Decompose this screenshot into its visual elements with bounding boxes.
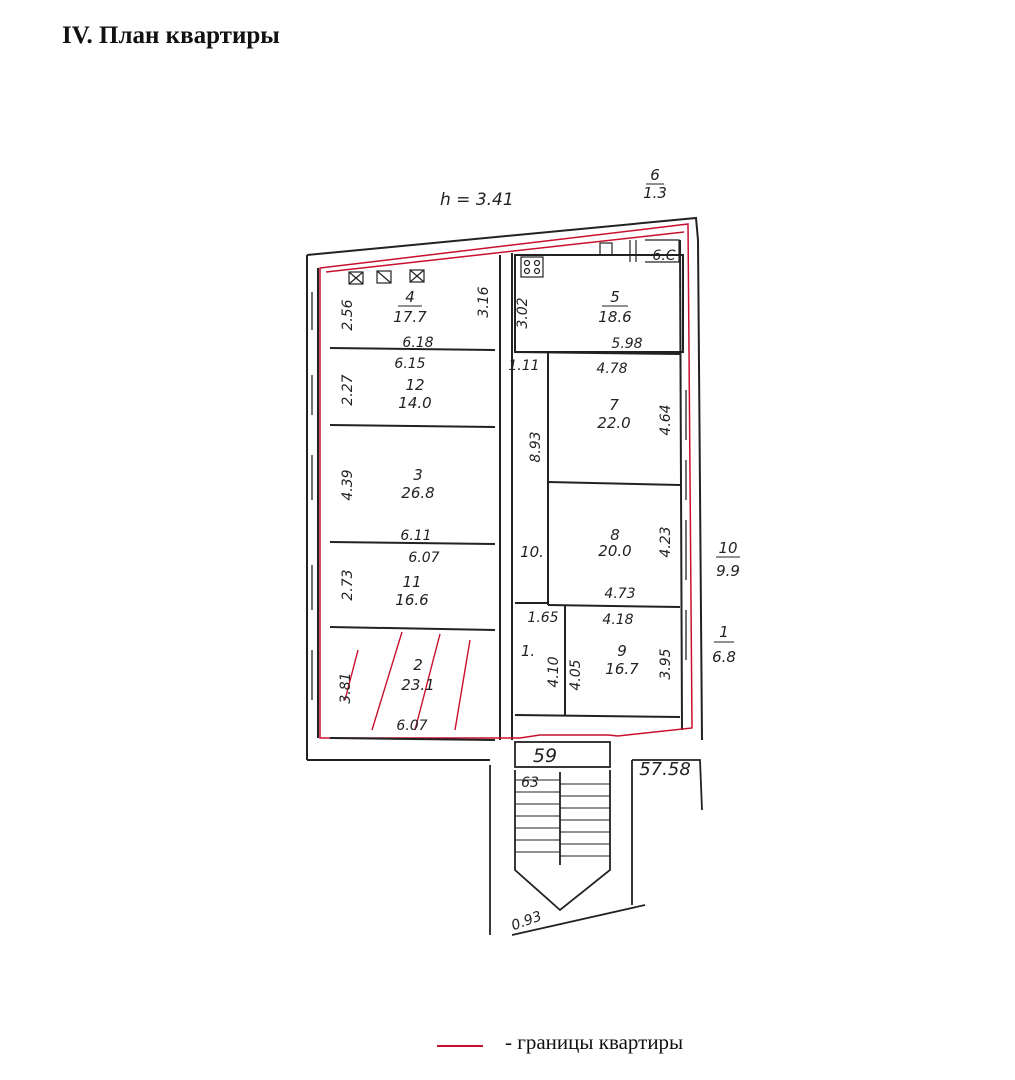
room-1-outside-num: 1 <box>719 623 729 641</box>
dim-473: 4.73 <box>604 586 635 602</box>
room-9-area: 16.7 <box>605 660 639 678</box>
dim-598: 5.98 <box>611 336 642 352</box>
dim-410: 4.10 <box>546 656 562 687</box>
room-7-num: 7 <box>609 396 619 414</box>
dim-893: 8.93 <box>528 431 544 462</box>
dim-381: 3.81 <box>338 672 354 703</box>
room-6-outside-num: 6 <box>650 166 660 184</box>
room-5-num: 5 <box>610 288 620 306</box>
room-5-area: 18.6 <box>598 308 631 326</box>
dim-607a: 6.07 <box>408 550 439 566</box>
dim-6c: 6.С <box>652 248 675 264</box>
dim-439: 4.39 <box>340 469 356 500</box>
stair-label-59: 59 <box>533 745 557 767</box>
room-8-area: 20.0 <box>598 542 631 560</box>
outer-walls <box>306 216 703 761</box>
stair-label-63: 63 <box>521 775 539 791</box>
dim-273: 2.73 <box>340 569 356 600</box>
room-1-corridor-label: 1. <box>521 642 535 660</box>
floor-plan: 4 17.7 12 14.0 3 26.8 11 16.6 2 23.1 5 1… <box>306 166 740 936</box>
dim-464: 4.64 <box>658 404 674 435</box>
legend-label: - границы квартиры <box>505 1030 684 1054</box>
dim-607b: 6.07 <box>396 718 427 734</box>
dim-256: 2.56 <box>340 299 356 330</box>
stair-label-5758: 57.58 <box>639 759 691 780</box>
ceiling-height-label: h = 3.41 <box>440 190 514 210</box>
dim-111: 1.11 <box>508 358 539 374</box>
room-10-outside-num: 10 <box>718 539 737 557</box>
room-4-num: 4 <box>405 288 415 306</box>
room-labels: 4 17.7 12 14.0 3 26.8 11 16.6 2 23.1 5 1… <box>393 166 740 694</box>
room-2-area: 23.1 <box>401 676 434 694</box>
dim-615: 6.15 <box>394 356 425 372</box>
stairwell <box>330 741 703 936</box>
room-1-outside-area: 6.8 <box>712 648 736 666</box>
room-10-outside-area: 9.9 <box>716 562 740 580</box>
room-3-num: 3 <box>413 466 423 484</box>
room-6-outside-area: 1.3 <box>643 184 667 202</box>
dim-478: 4.78 <box>596 361 627 377</box>
room-9-num: 9 <box>617 642 627 660</box>
dim-405: 4.05 <box>568 659 584 690</box>
dim-093: 0.93 <box>509 908 544 934</box>
page-title: IV. План квартиры <box>62 22 280 49</box>
room-11-num: 11 <box>402 573 421 591</box>
room-8-num: 8 <box>610 526 620 544</box>
dim-395: 3.95 <box>658 648 674 679</box>
partitions <box>329 254 684 741</box>
vertical-dimensions: 2.56 3.16 2.27 4.39 2.73 3.81 3.02 4.64 … <box>338 286 674 934</box>
stair-labels: 59 63 57.58 <box>521 745 691 791</box>
ventilation-icons <box>348 269 425 285</box>
room-2-hatching <box>344 631 471 731</box>
dim-165: 1.65 <box>527 610 558 626</box>
room-7-area: 22.0 <box>597 414 630 432</box>
room-12-num: 12 <box>405 376 424 394</box>
stove-icon <box>520 256 544 278</box>
legend-swatch <box>437 1045 483 1047</box>
dim-316: 3.16 <box>476 286 492 317</box>
dim-611: 6.11 <box>400 528 431 544</box>
room-12-area: 14.0 <box>398 394 431 412</box>
sink-icon <box>599 239 680 263</box>
dim-423: 4.23 <box>658 526 674 557</box>
room-2-num: 2 <box>413 656 423 674</box>
dim-618: 6.18 <box>402 335 433 351</box>
room-11-area: 16.6 <box>395 591 428 609</box>
dim-418: 4.18 <box>602 612 633 628</box>
room-10-corridor-label: 10. <box>520 543 544 561</box>
room-3-area: 26.8 <box>401 484 434 502</box>
dim-302: 3.02 <box>515 297 531 328</box>
room-4-area: 17.7 <box>393 308 427 326</box>
horizontal-dimensions: 6.18 6.15 6.11 6.07 6.07 5.98 4.78 1.11 … <box>394 248 675 734</box>
dim-227: 2.27 <box>340 374 356 405</box>
